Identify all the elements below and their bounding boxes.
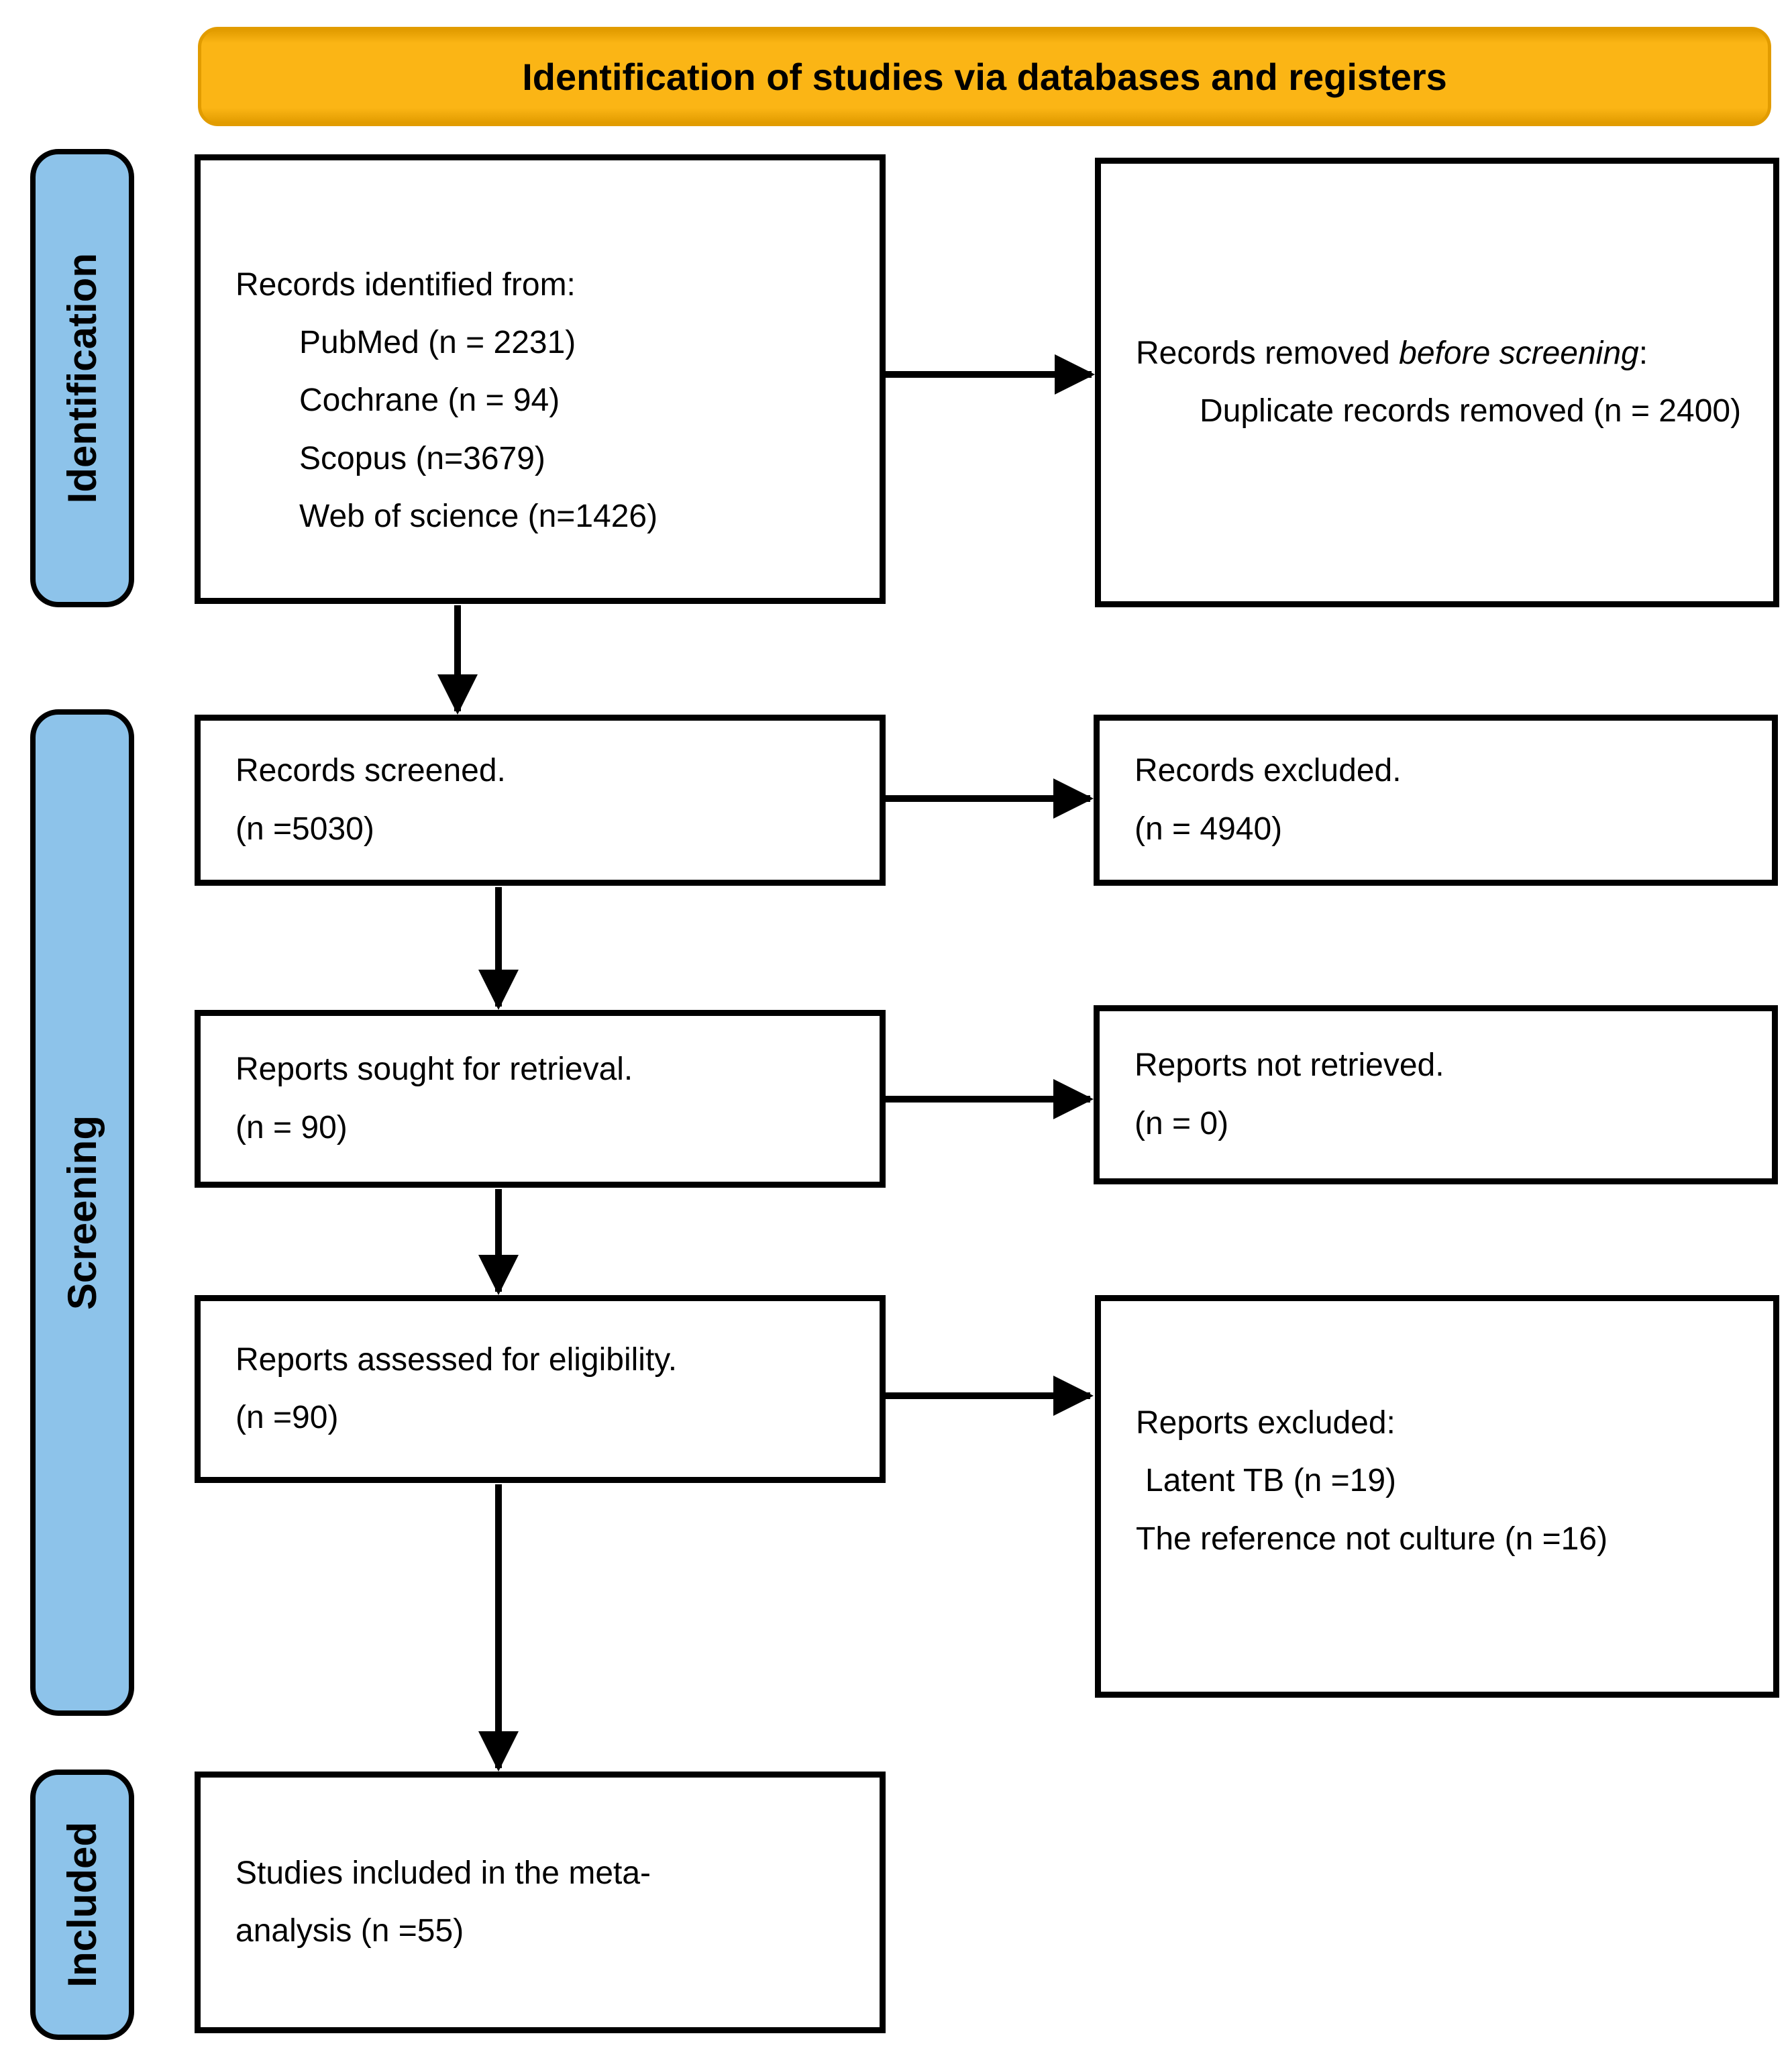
stage-included-label: Included [60, 1822, 105, 1988]
diagram-title-text: Identification of studies via databases … [522, 55, 1447, 98]
records-excluded-count: (n = 4940) [1135, 811, 1283, 847]
reports-excluded-intro: Reports excluded: [1136, 1404, 1395, 1441]
reports-excluded-item: The reference not culture (n =16) [1136, 1521, 1608, 1557]
studies-included-box: Studies included in the meta- analysis (… [195, 1772, 886, 2033]
reports-sought-line: Reports sought for retrieval. [235, 1052, 633, 1088]
diagram-title: Identification of studies via databases … [198, 27, 1771, 126]
reports-assessed-line: Reports assessed for eligibility. [235, 1341, 678, 1378]
stage-included: Included [30, 1770, 134, 2040]
records-removed-intro-suffix: : [1638, 335, 1648, 371]
stage-screening: Screening [30, 709, 134, 1716]
records-identified-item: Cochrane (n = 94) [299, 382, 560, 419]
studies-included-line: Studies included in the meta- [235, 1855, 651, 1891]
records-identified-item: PubMed (n = 2231) [299, 324, 576, 360]
stage-identification-label: Identification [60, 252, 105, 504]
records-identified-item: Web of science (n=1426) [299, 499, 658, 535]
records-excluded-box: Records excluded. (n = 4940) [1094, 715, 1778, 886]
reports-assessed-box: Reports assessed for eligibility. (n =90… [195, 1295, 886, 1483]
records-removed-intro-italic: before screening [1399, 335, 1639, 371]
stage-screening-label: Screening [60, 1115, 105, 1311]
records-identified-item: Scopus (n=3679) [299, 440, 545, 476]
stage-identification: Identification [30, 149, 134, 607]
records-removed-item: Duplicate records removed (n = 2400) [1200, 393, 1742, 429]
records-excluded-line: Records excluded. [1135, 753, 1402, 789]
records-screened-line: Records screened. [235, 753, 506, 789]
records-removed-intro: Records removed before screening: [1136, 325, 1746, 382]
records-removed-intro-prefix: Records removed [1136, 335, 1400, 371]
records-identified-intro: Records identified from: [235, 266, 576, 303]
reports-sought-box: Reports sought for retrieval. (n = 90) [195, 1010, 886, 1188]
reports-excluded-item: Latent TB (n =19) [1145, 1463, 1397, 1499]
reports-excluded-box: Reports excluded: Latent TB (n =19) The … [1095, 1295, 1779, 1698]
reports-not-retrieved-box: Reports not retrieved. (n = 0) [1094, 1005, 1778, 1184]
records-screened-box: Records screened. (n =5030) [195, 715, 886, 886]
records-screened-count: (n =5030) [235, 811, 374, 847]
studies-included-count: analysis (n =55) [235, 1913, 464, 1949]
reports-assessed-count: (n =90) [235, 1400, 339, 1435]
records-removed-box: Records removed before screening: Duplic… [1095, 158, 1779, 607]
reports-not-retrieved-count: (n = 0) [1135, 1105, 1229, 1141]
records-identified-box: Records identified from: PubMed (n = 223… [195, 154, 886, 604]
reports-sought-count: (n = 90) [235, 1109, 348, 1145]
reports-not-retrieved-line: Reports not retrieved. [1135, 1047, 1444, 1084]
